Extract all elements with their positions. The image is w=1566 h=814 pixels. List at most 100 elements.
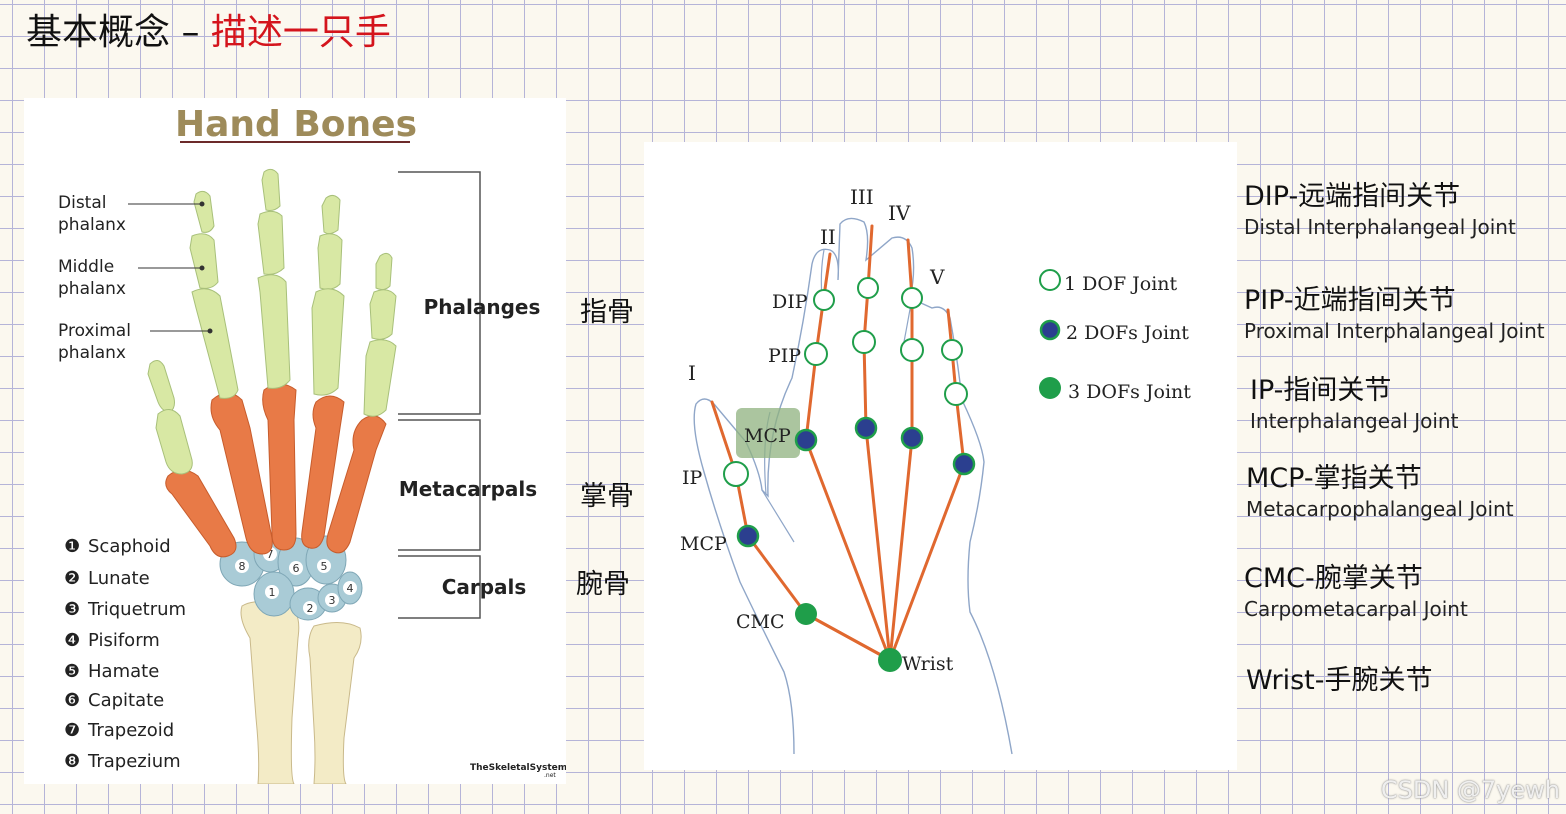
label-dip: DIP xyxy=(772,291,808,313)
joint-main-cmc: CMC-腕掌关节 xyxy=(1244,563,1423,594)
svg-text:❼: ❼ xyxy=(64,720,80,741)
title-highlight: 描述一只手 xyxy=(210,12,391,53)
joint-sub-cmc: Carpometacarpal Joint xyxy=(1244,597,1468,621)
joint-sub-mcp: Metacarpophalangeal Joint xyxy=(1246,497,1514,521)
numeral-little: V xyxy=(929,265,945,289)
svg-text:6: 6 xyxy=(293,562,300,575)
legend-item-trapezoid: ❼ Trapezoid xyxy=(64,720,174,741)
joint-sub-dip: Distal Interphalangeal Joint xyxy=(1244,215,1516,239)
hand-bones-heading: Hand Bones xyxy=(175,104,417,145)
legend-item-capitate: ❻ Capitate xyxy=(64,690,164,711)
joint-item-wrist: Wrist-手腕关节 xyxy=(1246,664,1432,698)
label-mcp: MCP xyxy=(744,425,791,447)
distal-label-2: phalanx xyxy=(58,215,126,235)
joint-main-wrist: Wrist-手腕关节 xyxy=(1246,665,1433,696)
legend-item-lunate: ❷ Lunate xyxy=(64,568,150,589)
cn-label-metacarpals: 掌骨 xyxy=(580,481,634,512)
label-pip: PIP xyxy=(768,345,801,367)
dof-legend: 1 DOF Joint 2 DOFs Joint 3 DOFs Joint xyxy=(1039,269,1191,403)
joint-main-ip: IP-指间关节 xyxy=(1250,375,1392,406)
hand-kinematic-diagram: I II III IV V DIP PIP MCP IP MCP CMC Wri… xyxy=(644,142,1237,770)
svg-text:Triquetrum: Triquetrum xyxy=(87,599,186,620)
carpals-group-label: Carpals xyxy=(442,575,527,599)
legend-dof1-label: 1 DOF Joint xyxy=(1064,273,1178,295)
kinematic-svg: I II III IV V DIP PIP MCP IP MCP CMC Wri… xyxy=(680,185,1191,755)
legend-dof3-label: 3 DOFs Joint xyxy=(1068,381,1191,403)
proximal-label-1: Proximal xyxy=(58,321,131,341)
numeral-index: II xyxy=(820,225,836,249)
dof1-joints xyxy=(723,277,968,487)
joint-item-mcp: MCP-掌指关节 Metacarpophalangeal Joint xyxy=(1246,462,1514,522)
credit-text: TheSkeletalSystem xyxy=(470,763,566,773)
svg-text:3: 3 xyxy=(329,594,336,607)
svg-text:Hamate: Hamate xyxy=(88,661,159,682)
phalanges-group-label: Phalanges xyxy=(424,295,541,319)
hand-bones-svg: Hand Bones 8 7 6 5 1 2 3 4 xyxy=(58,104,566,784)
title-prefix: 基本概念 – xyxy=(26,12,211,53)
legend-dof2-label: 2 DOFs Joint xyxy=(1066,322,1189,344)
joint-item-pip: PIP-近端指间关节 Proximal Interphalangeal Join… xyxy=(1244,284,1545,344)
dof2-joints xyxy=(736,416,976,548)
forearm-bones xyxy=(240,600,362,784)
distal-label-1: Distal xyxy=(58,193,106,213)
group-brackets xyxy=(398,171,481,619)
legend-dof1-icon xyxy=(1039,269,1061,291)
svg-text:❻: ❻ xyxy=(64,690,80,711)
metacarpal-bones xyxy=(165,383,387,558)
svg-text:Capitate: Capitate xyxy=(88,690,164,711)
label-mcp-thumb: MCP xyxy=(680,533,727,555)
credit-sub-text: .net xyxy=(544,772,556,779)
metacarpals-group-label: Metacarpals xyxy=(399,477,537,501)
joint-sub-pip: Proximal Interphalangeal Joint xyxy=(1244,319,1545,343)
joint-item-cmc: CMC-腕掌关节 Carpometacarpal Joint xyxy=(1244,562,1468,622)
svg-text:❹: ❹ xyxy=(64,630,80,651)
legend-item-triquetrum: ❸ Triquetrum xyxy=(64,599,186,620)
svg-text:❷: ❷ xyxy=(64,568,80,589)
joint-labels: DIP PIP MCP IP MCP CMC Wrist xyxy=(680,291,954,675)
legend-item-pisiform: ❹ Pisiform xyxy=(64,630,160,651)
legend-item-trapezium: ❽ Trapezium xyxy=(64,751,181,772)
legend-dof2-icon xyxy=(1039,319,1061,341)
mcp-highlight-box xyxy=(736,408,800,458)
hand-bones-diagram: Hand Bones 8 7 6 5 1 2 3 4 xyxy=(24,98,566,784)
svg-text:4: 4 xyxy=(347,582,354,595)
phalanx-bones xyxy=(147,168,397,475)
svg-text:Lunate: Lunate xyxy=(88,568,150,589)
joint-main-pip: PIP-近端指间关节 xyxy=(1244,285,1456,316)
joint-sub-ip: Interphalangeal Joint xyxy=(1250,409,1459,433)
joint-item-ip: IP-指间关节 Interphalangeal Joint xyxy=(1250,374,1458,434)
watermark: CSDN @7yewh xyxy=(1380,776,1560,804)
dof3-joints xyxy=(795,603,902,672)
svg-text:2: 2 xyxy=(307,602,314,615)
finger-numerals: I II III IV V xyxy=(688,185,945,385)
phalanx-labels: Distal phalanx Middle phalanx Proximal p… xyxy=(58,193,131,363)
svg-text:❶: ❶ xyxy=(64,536,80,557)
svg-text:Pisiform: Pisiform xyxy=(88,630,160,651)
svg-text:1: 1 xyxy=(269,586,276,599)
joint-main-dip: DIP-远端指间关节 xyxy=(1244,181,1461,212)
label-cmc: CMC xyxy=(736,611,785,633)
group-labels: Phalanges Metacarpals Carpals xyxy=(399,295,541,599)
middle-label-1: Middle xyxy=(58,257,114,277)
cn-label-carpals: 腕骨 xyxy=(576,569,630,600)
page-title: 基本概念 – 描述一只手 xyxy=(26,8,391,58)
svg-text:❺: ❺ xyxy=(64,661,80,682)
svg-text:❸: ❸ xyxy=(64,599,80,620)
cn-label-phalanges: 指骨 xyxy=(580,297,634,328)
legend-item-scaphoid: ❶ Scaphoid xyxy=(64,536,171,557)
svg-text:Trapezium: Trapezium xyxy=(87,751,181,772)
svg-text:7: 7 xyxy=(267,548,274,561)
svg-text:8: 8 xyxy=(239,560,246,573)
legend-item-hamate: ❺ Hamate xyxy=(64,661,159,682)
legend-dof3-icon xyxy=(1039,377,1061,399)
proximal-label-2: phalanx xyxy=(58,343,126,363)
hand-outline xyxy=(693,217,1013,755)
label-wrist: Wrist xyxy=(902,653,954,675)
pointer-lines xyxy=(128,201,213,334)
svg-text:5: 5 xyxy=(321,560,328,573)
svg-text:❽: ❽ xyxy=(64,751,80,772)
svg-text:Scaphoid: Scaphoid xyxy=(88,536,171,557)
svg-text:Trapezoid: Trapezoid xyxy=(87,720,174,741)
carpal-numbers: 8 7 6 5 1 2 3 4 xyxy=(235,547,357,615)
